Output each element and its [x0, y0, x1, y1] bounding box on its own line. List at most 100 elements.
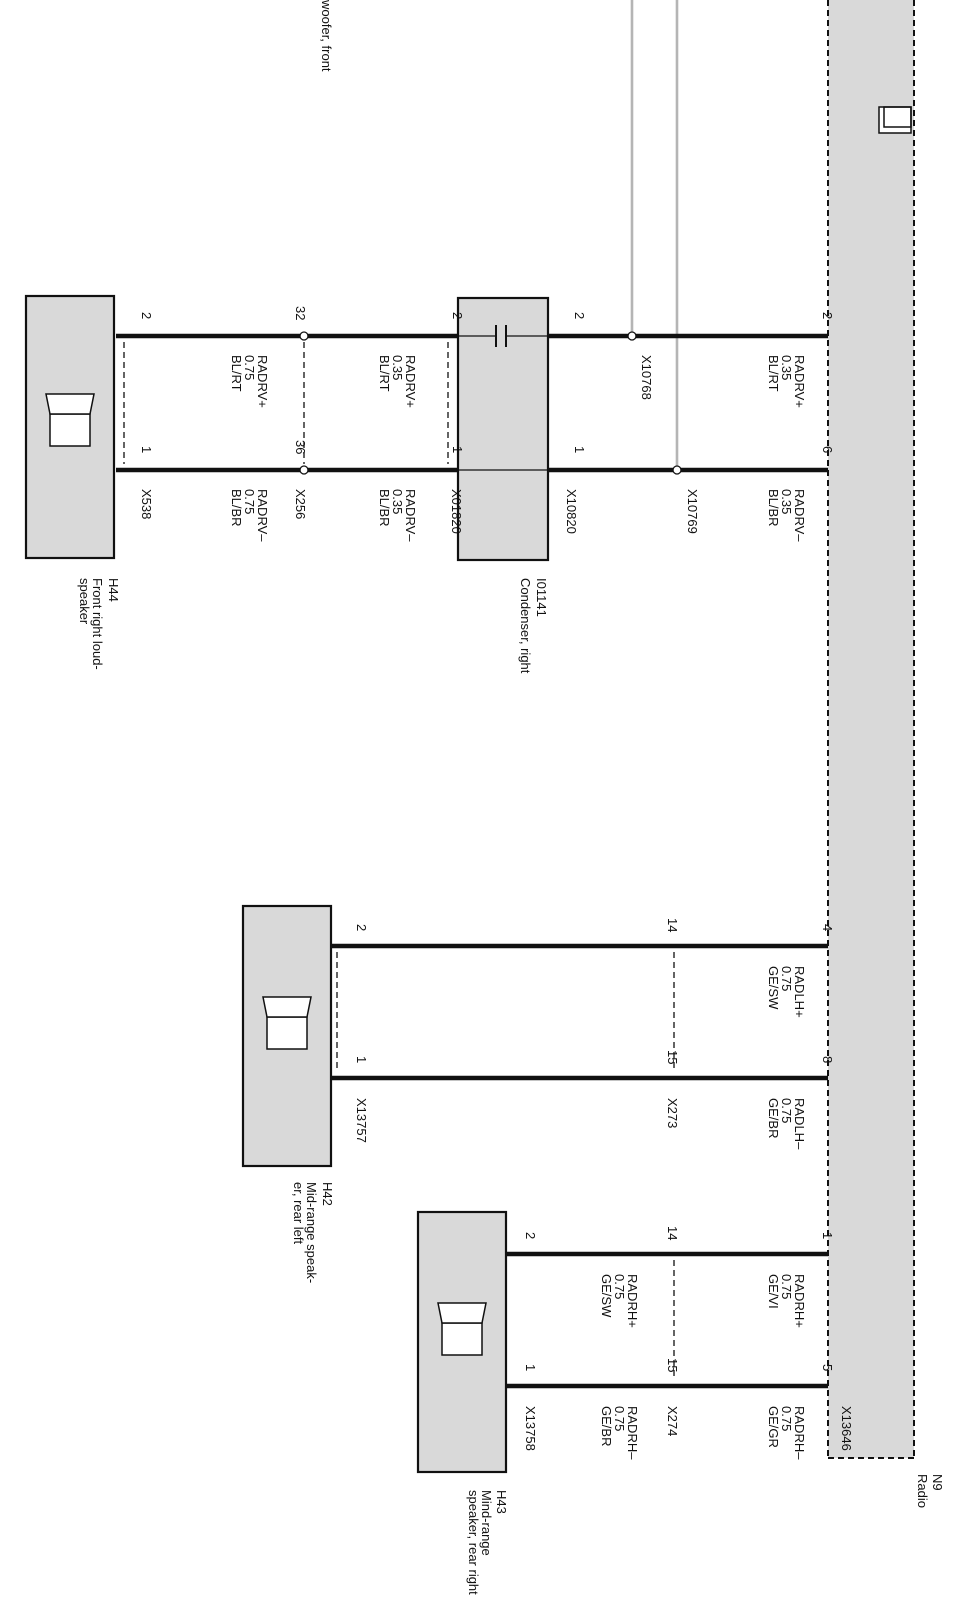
svg-text:GE/BR: GE/BR	[599, 1406, 614, 1446]
shield-joint-plus	[627, 331, 637, 341]
svg-text:BL/RT: BL/RT	[377, 355, 392, 392]
front-right-wires	[116, 333, 828, 473]
condenser-name: Condenser, right	[518, 578, 533, 674]
speaker-icon	[262, 996, 312, 1050]
rear-left-wires	[330, 943, 828, 1081]
h43-id: H43	[494, 1490, 509, 1514]
condenser-icon	[458, 325, 548, 471]
svg-text:RADRV+: RADRV+	[403, 355, 418, 408]
wire-label-rr2-plus: RADRH+ 0.75 GE/SW	[599, 1274, 640, 1328]
svg-text:0.35: 0.35	[390, 489, 405, 514]
svg-text:0.35: 0.35	[779, 489, 794, 514]
h44-name-line1: Front right loud-	[90, 578, 105, 670]
radio-pin-rl-plus: 4	[820, 924, 835, 931]
radio-connector-icon	[878, 106, 912, 134]
svg-text:RADRH+: RADRH+	[792, 1274, 807, 1328]
h42-name-line1: Mid-range speak-	[304, 1182, 319, 1283]
radio-pin-fr-plus: 2	[820, 312, 835, 319]
svg-text:0.75: 0.75	[779, 1406, 794, 1431]
mid-pin-rr-plus: 14	[665, 1226, 680, 1240]
svg-text:GE/GR: GE/GR	[766, 1406, 781, 1448]
shield-label-plus: X10768	[639, 355, 654, 400]
mid-pin-fr-minus: 36	[293, 440, 308, 454]
h44-id: H44	[106, 578, 121, 602]
h42-id: H42	[320, 1182, 335, 1206]
radio-pin-rr-minus: 5	[820, 1364, 835, 1371]
h44-pin-minus: 1	[139, 446, 154, 453]
h43-connector: X13758	[523, 1406, 538, 1451]
svg-text:RADRH–: RADRH–	[792, 1406, 807, 1460]
mid-pin-rl-plus: 14	[665, 918, 680, 932]
svg-text:RADRH+: RADRH+	[625, 1274, 640, 1328]
svg-text:RADRV+: RADRV+	[792, 355, 807, 408]
wire-label-fr2-plus: RADRV+ 0.35 BL/RT	[377, 355, 418, 408]
wire-label-rl1-minus: RADLH– 0.75 GE/BR	[766, 1098, 807, 1150]
mid-pin-fr-plus: 32	[293, 306, 308, 320]
speaker-icon	[437, 1302, 487, 1356]
svg-text:0.75: 0.75	[612, 1274, 627, 1299]
svg-text:BL/BR: BL/BR	[377, 489, 392, 527]
h43-name-line1: Mind-range	[479, 1490, 494, 1556]
condenser-top-pin-plus: 2	[572, 312, 587, 319]
svg-text:0.75: 0.75	[779, 966, 794, 991]
svg-text:GE/BR: GE/BR	[766, 1098, 781, 1138]
radio-connector: X13646	[839, 1406, 854, 1451]
mid-connector-fr: X256	[293, 489, 308, 519]
h43-name-line2: speaker, rear right	[466, 1490, 481, 1595]
svg-text:RADRV+: RADRV+	[255, 355, 270, 408]
svg-text:0.75: 0.75	[779, 1098, 794, 1123]
svg-text:GE/SW: GE/SW	[599, 1274, 614, 1318]
wire-label-fr3-minus: RADRV– 0.75 BL/BR	[229, 489, 270, 542]
connector-node	[299, 465, 309, 475]
svg-text:BL/BR: BL/BR	[229, 489, 244, 527]
condenser-bottom-pin-plus: 2	[450, 312, 465, 319]
svg-text:RADRV–: RADRV–	[403, 489, 418, 542]
svg-text:0.75: 0.75	[242, 355, 257, 380]
h44-connector: X538	[139, 489, 154, 519]
svg-text:BL/RT: BL/RT	[766, 355, 781, 392]
h44-pin-plus: 2	[139, 312, 154, 319]
radio-pin-fr-minus: 6	[820, 446, 835, 453]
wire-label-fr3-plus: RADRV+ 0.75 BL/RT	[229, 355, 270, 408]
svg-text:0.35: 0.35	[390, 355, 405, 380]
speaker-icon	[45, 393, 95, 447]
h42-name-line2: er, rear left	[291, 1182, 306, 1245]
svg-text:RADLH+: RADLH+	[792, 966, 807, 1018]
condenser-bottom-connector: X01820	[449, 489, 464, 534]
h42-connector: X13757	[354, 1098, 369, 1143]
mid-pin-rr-minus: 15	[665, 1358, 680, 1372]
radio-id: N9	[930, 1474, 945, 1491]
condenser-id: I01141	[534, 578, 549, 617]
mid-connector-rl: X273	[665, 1098, 680, 1128]
mid-pin-rl-minus: 15	[665, 1050, 680, 1064]
h42-pin-plus: 2	[354, 924, 369, 931]
svg-text:RADRH–: RADRH–	[625, 1406, 640, 1460]
h43-pin-plus: 2	[523, 1232, 538, 1239]
h44-name-line2: speaker	[77, 578, 92, 625]
top-fragment-label: woofer, front	[319, 0, 334, 72]
radio-name: Radio	[915, 1474, 930, 1508]
svg-text:RADLH–: RADLH–	[792, 1098, 807, 1150]
radio-pin-rr-plus: 1	[820, 1232, 835, 1239]
mid-connector-rr: X274	[665, 1406, 680, 1436]
svg-text:0.75: 0.75	[779, 1274, 794, 1299]
h42-pin-minus: 1	[354, 1056, 369, 1063]
wire-label-rr1-plus: RADRH+ 0.75 GE/VI	[766, 1274, 807, 1328]
svg-text:0.75: 0.75	[612, 1406, 627, 1431]
condenser-top-pin-minus: 1	[572, 446, 587, 453]
wire-label-rr2-minus: RADRH– 0.75 GE/BR	[599, 1406, 640, 1460]
wire-label-fr2-minus: RADRV– 0.35 BL/BR	[377, 489, 418, 542]
svg-text:GE/SW: GE/SW	[766, 966, 781, 1010]
radio-pin-rl-minus: 8	[820, 1056, 835, 1063]
svg-text:GE/VI: GE/VI	[766, 1274, 781, 1309]
condenser-top-connector: X10820	[564, 489, 579, 534]
svg-text:RADRV–: RADRV–	[792, 489, 807, 542]
wire-label-rl1-plus: RADLH+ 0.75 GE/SW	[766, 966, 807, 1018]
condenser-bottom-pin-minus: 1	[450, 446, 465, 453]
wire-label-fr1-minus: RADRV– 0.35 BL/BR	[766, 489, 807, 542]
shield-joint-minus	[672, 465, 682, 475]
radio-module	[827, 0, 915, 1459]
svg-text:0.75: 0.75	[242, 489, 257, 514]
condenser-box	[456, 296, 550, 562]
